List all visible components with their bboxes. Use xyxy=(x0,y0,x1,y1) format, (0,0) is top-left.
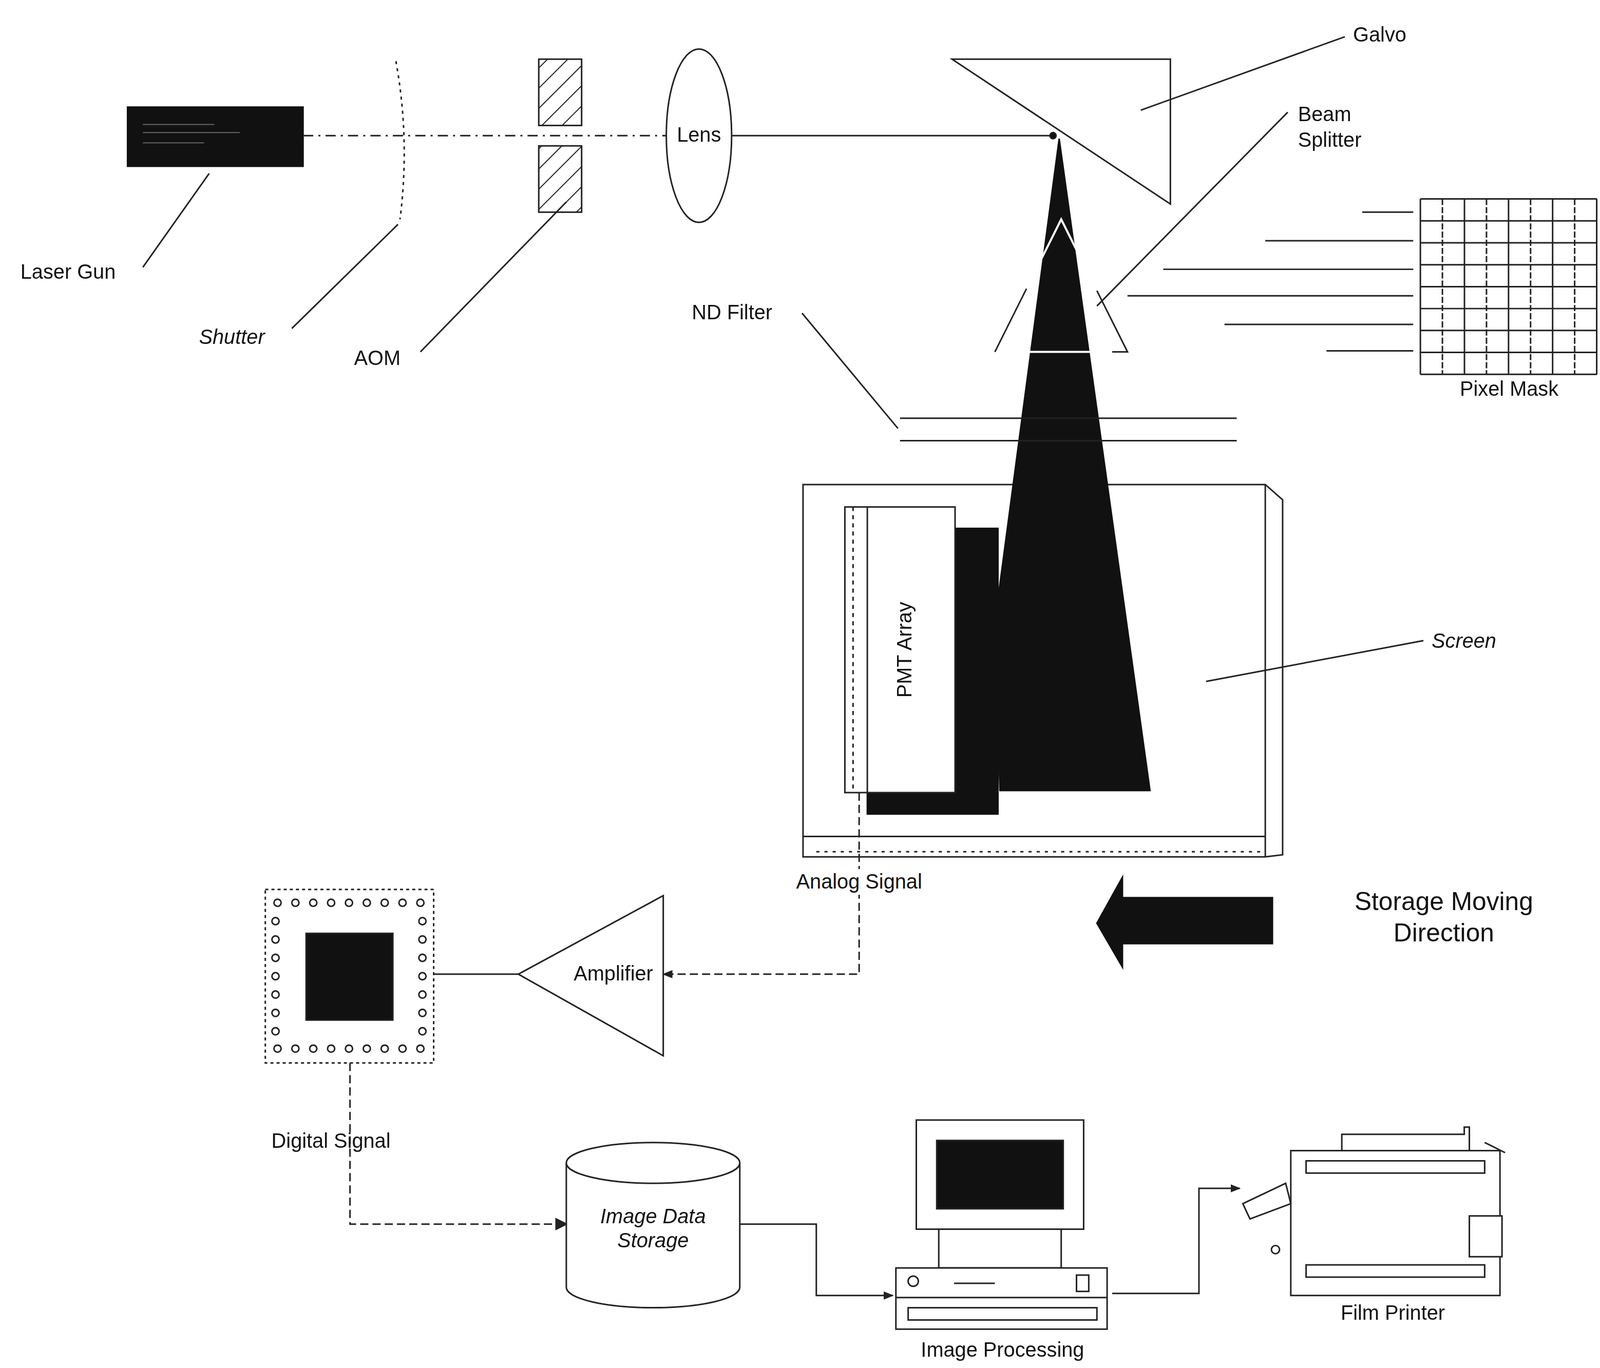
pixel-mask: Pixel Mask xyxy=(1418,199,1600,404)
lens: Lens xyxy=(666,48,732,223)
storage-cylinder: Image Data Storage xyxy=(566,1143,740,1312)
connector xyxy=(1112,1188,1240,1294)
node-text: Pixel Mask xyxy=(1418,376,1600,402)
part-label: Galvo xyxy=(1353,22,1407,49)
computer: Image Processing xyxy=(892,1120,1113,1366)
pmt-array: PMT Array xyxy=(852,507,956,793)
node-text: Image Data Storage xyxy=(586,1204,720,1253)
node-text: Image Processing xyxy=(892,1337,1113,1363)
signal-label: Analog Signal xyxy=(794,869,925,895)
node-text: Film Printer xyxy=(1280,1301,1506,1326)
part-label: AOM xyxy=(354,346,402,372)
connector xyxy=(739,1224,893,1297)
part-label: Screen xyxy=(1431,628,1497,655)
direction-label: Storage Moving Direction xyxy=(1316,885,1572,950)
part-label: Shutter xyxy=(199,324,265,351)
part-label: Beam Splitter xyxy=(1298,102,1396,154)
node-text: Lens xyxy=(666,122,732,147)
signal-label: Digital Signal xyxy=(271,1128,391,1155)
node-text: Amplifier xyxy=(546,961,654,986)
node-text: PMT Array xyxy=(891,601,917,698)
amplifier-triangle: Amplifier xyxy=(518,896,663,1057)
part-label: Laser Gun xyxy=(20,259,117,285)
film-printer: Film Printer xyxy=(1239,1122,1506,1327)
part-label: ND Filter xyxy=(691,299,773,326)
